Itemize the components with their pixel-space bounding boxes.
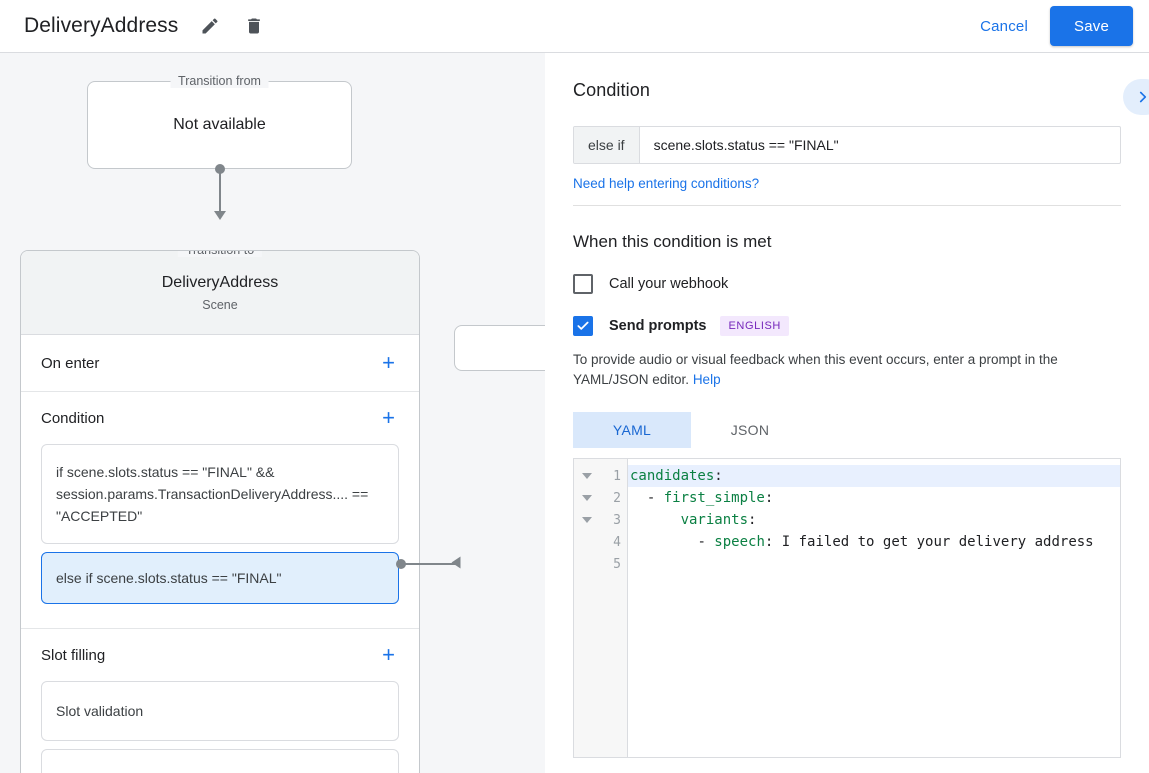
code-line[interactable] xyxy=(628,553,1120,575)
section-title-condition: Condition xyxy=(41,409,105,427)
tab-json[interactable]: JSON xyxy=(730,422,770,438)
slot-filling-item[interactable]: Slot validation xyxy=(41,681,399,741)
section-condition: Condition + if scene.slots.status == "FI… xyxy=(21,392,419,629)
target-node-card[interactable] xyxy=(454,325,545,371)
fold-arrow-icon[interactable] xyxy=(582,517,592,523)
line-number: 1 xyxy=(613,468,621,484)
trash-icon[interactable] xyxy=(242,14,266,38)
condition-input-group: else if xyxy=(573,126,1121,164)
chevron-right-icon[interactable] xyxy=(1123,79,1149,115)
transition-from-card[interactable]: Transition from Not available xyxy=(87,74,352,169)
section-on-enter: On enter + xyxy=(21,335,419,392)
code-colon: : xyxy=(764,534,774,550)
editor-code-area[interactable]: candidates: - first_simple: variants: - … xyxy=(628,459,1120,757)
prompts-help-link[interactable]: Help xyxy=(692,372,721,387)
page-title: DeliveryAddress xyxy=(24,14,179,37)
scene-type: Scene xyxy=(202,297,238,312)
code-line[interactable]: - first_simple: xyxy=(628,487,1120,509)
code-key: variants xyxy=(680,512,749,528)
line-number: 2 xyxy=(613,490,621,506)
language-badge: ENGLISH xyxy=(720,316,789,336)
scene-graph-canvas: Transition from Not available Transition… xyxy=(0,53,545,773)
when-met-title: When this condition is met xyxy=(573,232,772,251)
code-indent xyxy=(630,534,697,550)
code-key: candidates xyxy=(630,468,715,484)
code-indent xyxy=(630,490,647,506)
condition-edge-arrow xyxy=(451,556,461,569)
prompts-helper-text: To provide audio or visual feedback when… xyxy=(573,350,1121,390)
yaml-editor[interactable]: 1 2 3 4 5 xyxy=(573,458,1121,758)
send-prompts-row[interactable]: Send prompts ENGLISH xyxy=(573,316,1121,336)
connector-arrow xyxy=(214,211,226,220)
editor-gutter: 1 2 3 4 5 xyxy=(574,459,628,757)
save-button[interactable]: Save xyxy=(1050,6,1133,46)
app-header: DeliveryAddress Cancel Save xyxy=(0,0,1149,53)
condition-detail-panel: Condition else if Need help entering con… xyxy=(545,53,1149,773)
transition-from-legend: Transition from xyxy=(170,74,269,88)
section-title-on-enter: On enter xyxy=(41,354,100,372)
call-webhook-checkbox[interactable] xyxy=(573,274,593,294)
when-condition-met-block: When this condition is met Call your web… xyxy=(545,206,1149,758)
section-title-slot-filling: Slot filling xyxy=(41,646,106,664)
code-key: first_simple xyxy=(663,490,765,506)
code-line[interactable]: variants: xyxy=(628,509,1120,531)
add-on-enter-button[interactable]: + xyxy=(382,350,395,375)
code-colon: : xyxy=(764,490,774,506)
code-dash: - xyxy=(646,490,664,506)
condition-item[interactable]: if scene.slots.status == "FINAL" && sess… xyxy=(41,444,399,544)
transition-from-value: Not available xyxy=(173,116,266,133)
condition-item-selected[interactable]: else if scene.slots.status == "FINAL" xyxy=(41,552,399,604)
fold-arrow-icon[interactable] xyxy=(582,473,592,479)
transition-to-legend: Transition to xyxy=(177,251,263,257)
condition-edge-dot xyxy=(396,559,406,569)
transition-to-card: Transition to DeliveryAddress Scene On e… xyxy=(20,250,420,773)
prompts-helper-sentence: To provide audio or visual feedback when… xyxy=(573,352,1058,387)
code-indent xyxy=(630,512,681,528)
gutter-row[interactable]: 1 xyxy=(574,465,627,487)
code-colon: : xyxy=(714,468,723,484)
code-line[interactable]: - speech: I failed to get your delivery … xyxy=(628,531,1120,553)
cancel-button[interactable]: Cancel xyxy=(966,10,1042,43)
condition-help-link[interactable]: Need help entering conditions? xyxy=(573,176,760,191)
condition-prefix-label: else if xyxy=(574,127,640,163)
scene-header: DeliveryAddress Scene xyxy=(21,251,419,335)
line-number: 4 xyxy=(613,534,621,550)
connector-line xyxy=(219,169,221,215)
webhook-row[interactable]: Call your webhook xyxy=(573,274,1121,294)
slot-filling-item[interactable]: TransactionDeliveryAddress xyxy=(41,749,399,773)
call-webhook-label: Call your webhook xyxy=(609,276,729,292)
editor-format-tabs: YAML JSON xyxy=(573,412,1121,448)
gutter-row[interactable]: 3 xyxy=(574,509,627,531)
gutter-row[interactable]: 5 xyxy=(574,553,627,575)
tab-yaml[interactable]: YAML xyxy=(573,412,691,448)
panel-title-condition: Condition xyxy=(573,80,650,100)
send-prompts-checkbox[interactable] xyxy=(573,316,593,336)
fold-arrow-icon[interactable] xyxy=(582,495,592,501)
header-actions: Cancel Save xyxy=(966,6,1149,46)
gutter-row[interactable]: 2 xyxy=(574,487,627,509)
code-value: I failed to get your delivery address xyxy=(773,534,1094,550)
code-colon: : xyxy=(748,512,757,528)
gutter-row[interactable]: 4 xyxy=(574,531,627,553)
panel-divider xyxy=(573,205,1121,206)
condition-edge-line xyxy=(402,563,456,565)
send-prompts-label: Send prompts xyxy=(609,318,707,334)
add-slot-filling-button[interactable]: + xyxy=(382,642,395,667)
condition-expression-input[interactable] xyxy=(639,127,1120,163)
code-line[interactable]: candidates: xyxy=(628,465,1120,487)
code-key: speech xyxy=(714,534,765,550)
section-slot-filling: Slot filling + Slot validation Transacti… xyxy=(21,629,419,773)
line-number: 5 xyxy=(613,556,621,572)
scene-name: DeliveryAddress xyxy=(161,273,279,291)
code-dash: - xyxy=(697,534,715,550)
add-condition-button[interactable]: + xyxy=(382,405,395,430)
line-number: 3 xyxy=(613,512,621,528)
pencil-icon[interactable] xyxy=(198,14,222,38)
condition-block: Condition else if Need help entering con… xyxy=(545,53,1149,206)
